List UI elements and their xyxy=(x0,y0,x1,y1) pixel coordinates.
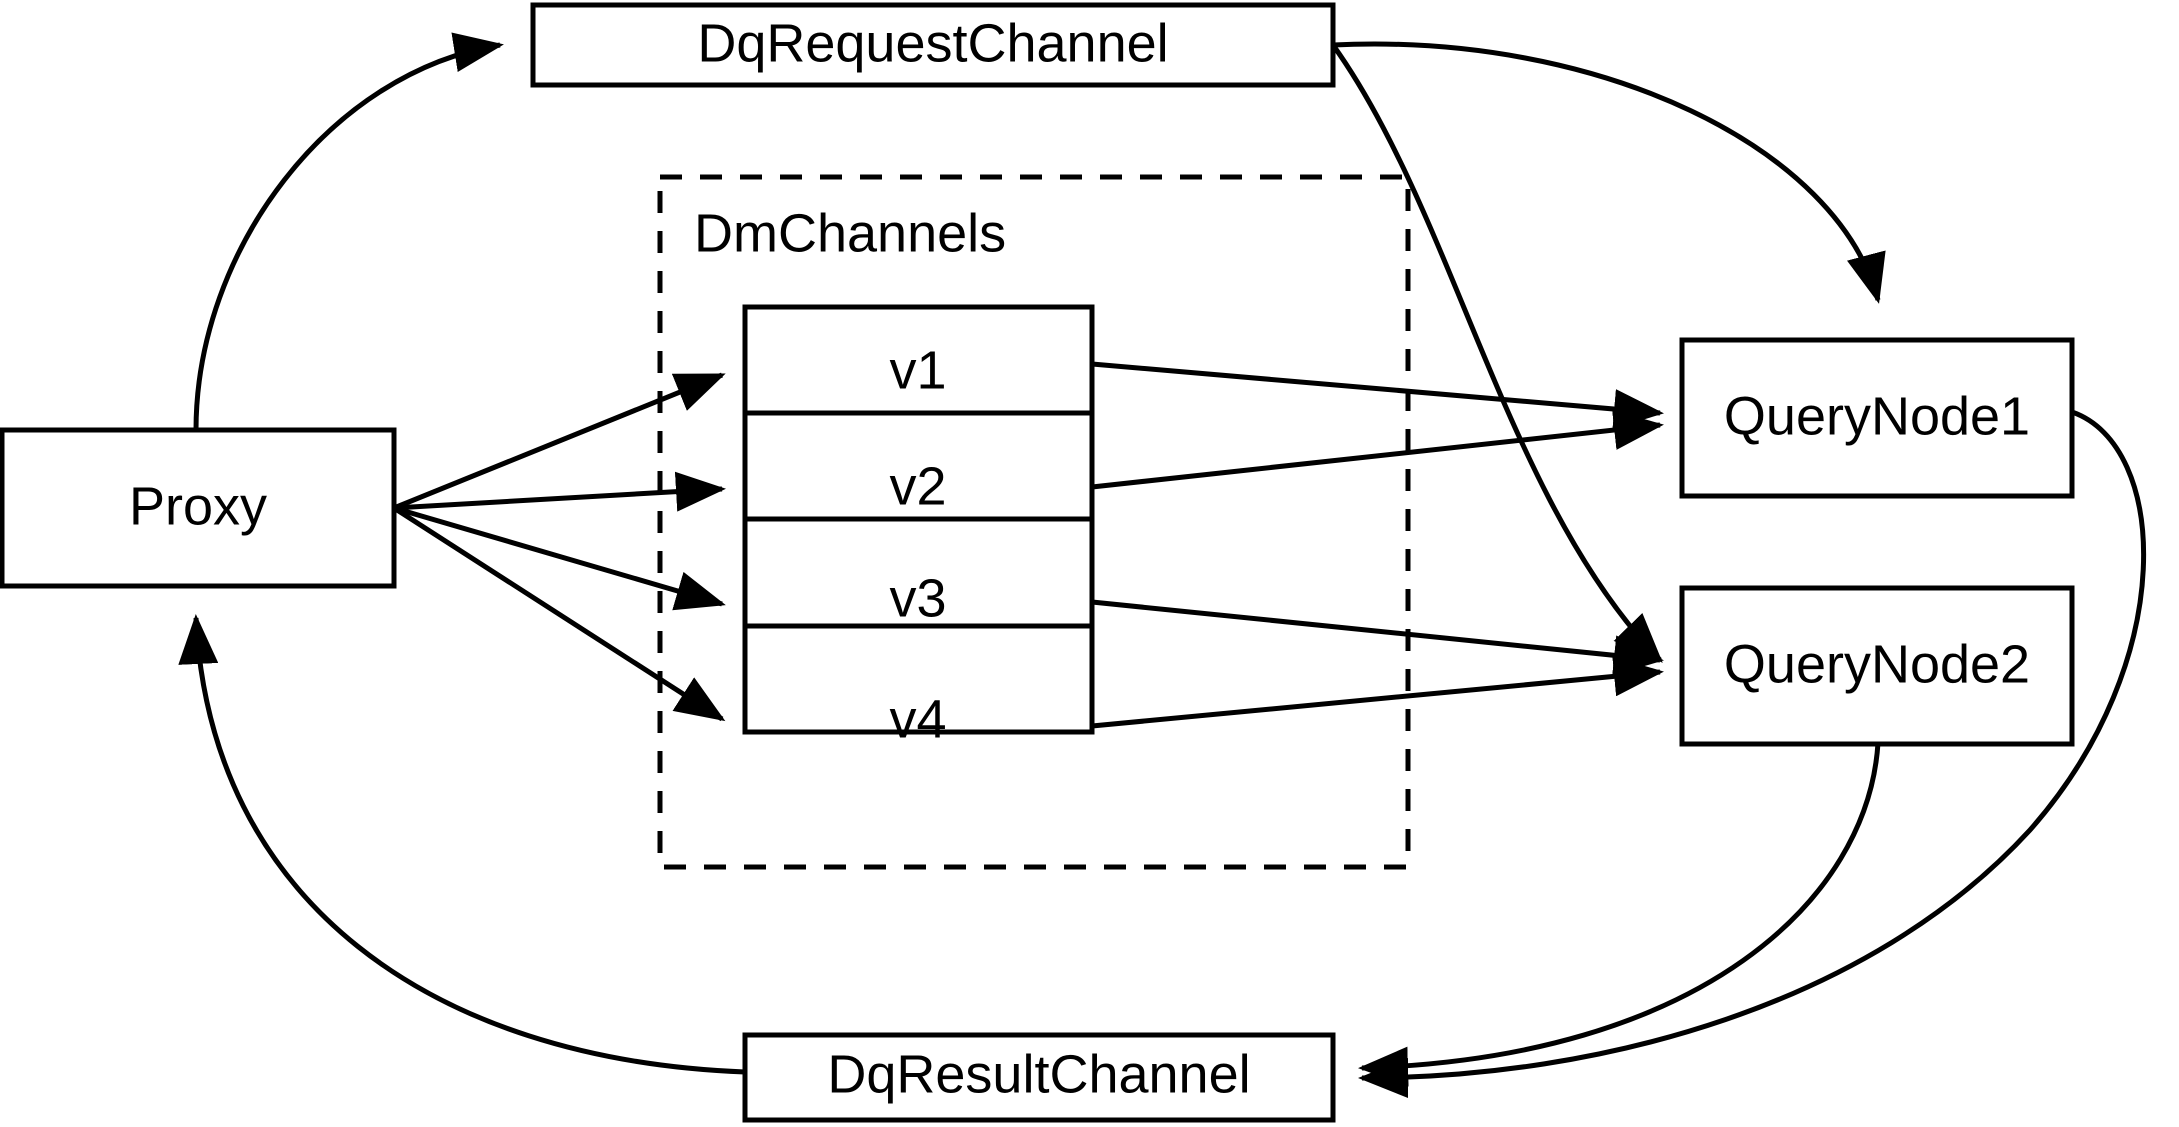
edge-querynode1-to-dqresultchannel xyxy=(1357,409,2147,1098)
dmchannels-group-box xyxy=(657,174,1411,870)
node-dqrequestchannel-box[interactable] xyxy=(530,2,1336,88)
node-dqrequestchannel-label: DqRequestChannel xyxy=(697,13,1168,73)
edge-proxy-to-v2 xyxy=(393,471,726,512)
dmchannels-group-label: DmChannels xyxy=(694,203,1006,263)
dmchannel-row-v1[interactable]: v1 xyxy=(889,340,946,400)
edge-proxy-to-v4 xyxy=(392,505,726,722)
edge-dqrequestchannel-to-querynode2 xyxy=(1330,43,1663,663)
edge-dqresultchannel-to-proxy xyxy=(178,614,746,1075)
dmchannel-row-v3[interactable]: v3 xyxy=(889,568,946,628)
edge-v2-to-querynode1 xyxy=(1091,410,1664,490)
edge-proxy-to-v3 xyxy=(393,505,726,611)
node-querynode2-box[interactable] xyxy=(1679,585,2075,747)
edge-v3-to-querynode2 xyxy=(1091,599,1664,676)
node-dqresultchannel-box[interactable] xyxy=(742,1032,1336,1123)
edge-dqrequestchannel-to-querynode1 xyxy=(1332,41,1886,304)
edge-proxy-to-v1 xyxy=(393,372,726,511)
node-querynode1-label: QueryNode1 xyxy=(1724,386,2030,446)
edge-proxy-to-dqrequestchannel xyxy=(193,32,504,431)
edge-v4-to-querynode2 xyxy=(1091,656,1664,729)
node-proxy-box[interactable] xyxy=(0,427,397,589)
edge-v1-to-querynode1 xyxy=(1091,361,1664,429)
node-dqresultchannel-label: DqResultChannel xyxy=(827,1044,1250,1104)
node-querynode2-label: QueryNode2 xyxy=(1724,634,2030,694)
edge-querynode2-to-dqresultchannel xyxy=(1358,742,1881,1087)
dmchannel-row-v4[interactable]: v4 xyxy=(889,689,946,749)
dmchannel-row-v2[interactable]: v2 xyxy=(889,456,946,516)
node-proxy-label: Proxy xyxy=(129,476,267,536)
node-querynode1-box[interactable] xyxy=(1679,337,2075,499)
